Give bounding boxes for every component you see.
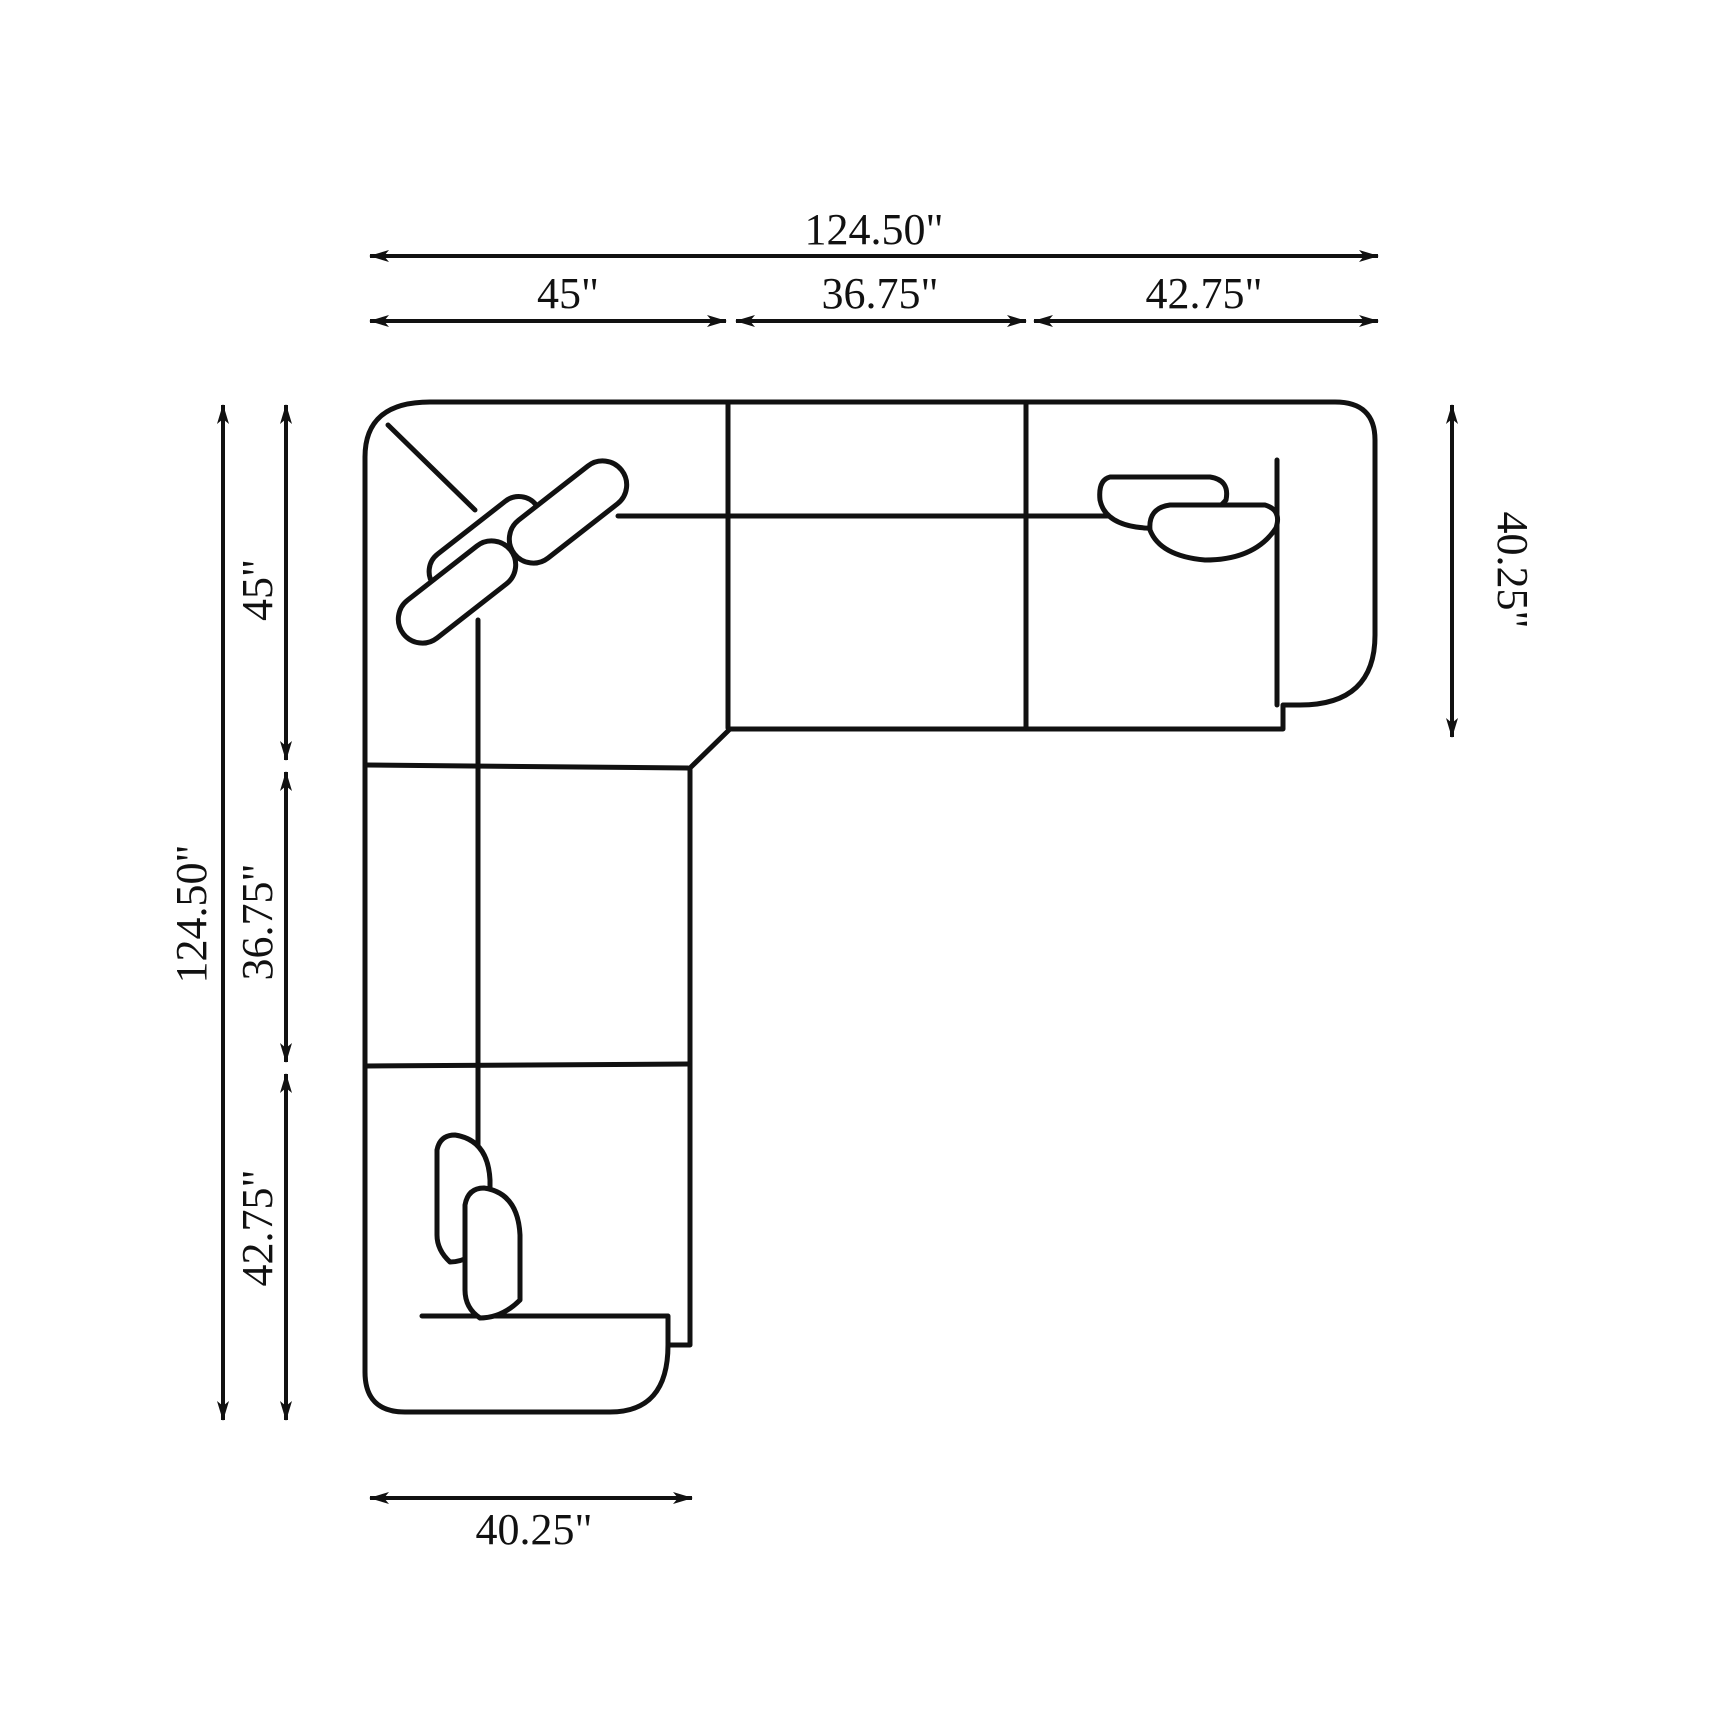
left-seg-2-label: 36.75" bbox=[233, 864, 282, 981]
bottom-pillow-2 bbox=[462, 1185, 523, 1321]
left-total-label: 124.50" bbox=[167, 845, 216, 984]
top-seg-2-label: 36.75" bbox=[822, 269, 939, 318]
left-seg-3-label: 42.75" bbox=[233, 1170, 282, 1287]
top-total-label: 124.50" bbox=[805, 205, 944, 254]
left-seg-1-label: 45" bbox=[233, 559, 282, 621]
left-dimensions bbox=[217, 404, 292, 1421]
sofa-outline bbox=[362, 399, 1378, 1415]
top-seg-1-label: 45" bbox=[537, 269, 599, 318]
top-dimensions bbox=[369, 250, 1379, 327]
pillows bbox=[395, 458, 1281, 1321]
right-pillow-2 bbox=[1147, 502, 1281, 563]
right-depth-label: 40.25" bbox=[1488, 512, 1537, 629]
top-seg-3-label: 42.75" bbox=[1146, 269, 1263, 318]
corner-pillow-3 bbox=[395, 538, 519, 646]
bottom-depth-label: 40.25" bbox=[476, 1505, 593, 1554]
